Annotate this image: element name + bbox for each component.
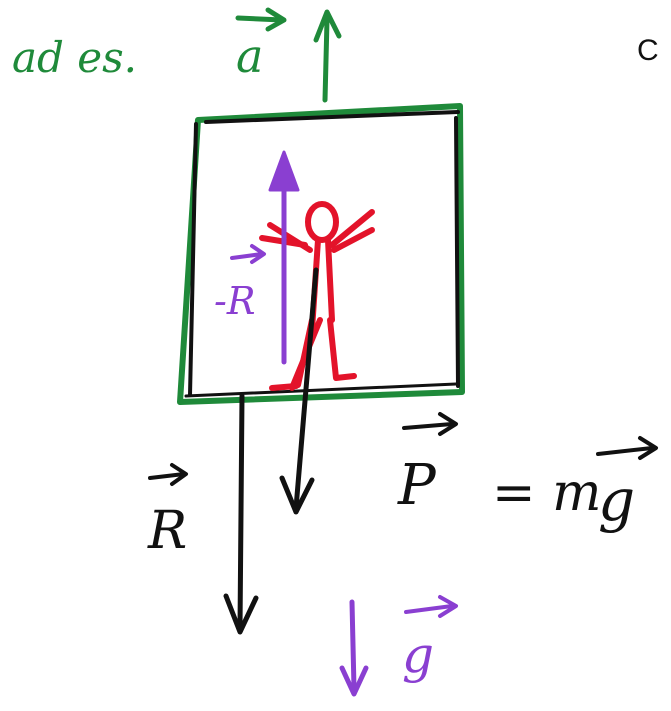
- svg-text:g: g: [402, 626, 434, 684]
- reaction-on-person-arrow: [270, 152, 298, 362]
- corner-letter: C: [637, 34, 659, 67]
- acceleration-vector-label: a: [236, 10, 284, 83]
- reaction-arrow: [226, 396, 256, 632]
- elevator-box: [180, 106, 462, 402]
- reaction-label: R: [147, 465, 187, 561]
- reaction-on-person-label: -R: [214, 246, 264, 323]
- weight-formula: P = m g: [397, 414, 656, 534]
- svg-text:a: a: [236, 29, 263, 83]
- svg-text:-R: -R: [214, 279, 255, 323]
- acceleration-note: ad es.: [12, 33, 137, 82]
- svg-text:R: R: [147, 501, 187, 561]
- svg-text:g: g: [598, 466, 635, 534]
- gravity-label: g: [402, 597, 456, 684]
- svg-text:= m: = m: [492, 463, 601, 523]
- svg-text:P: P: [397, 453, 437, 518]
- person-figure: [262, 204, 372, 388]
- gravity-arrow: [342, 602, 366, 694]
- acceleration-arrow: [316, 12, 339, 100]
